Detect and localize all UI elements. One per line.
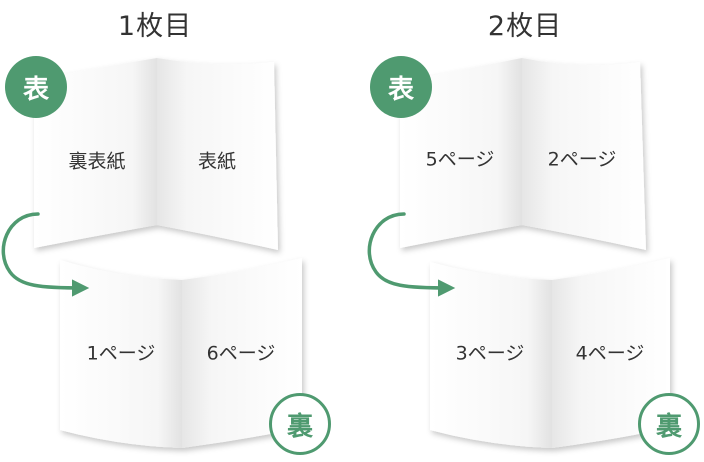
sheet-2-back-right-page [552, 258, 670, 448]
back-side-badge: 裏 [638, 393, 700, 455]
curved-arrow-icon [367, 212, 456, 297]
page-label: 2ページ [547, 148, 617, 171]
page-label: 裏表紙 [68, 150, 126, 173]
front-side-badge: 表 [5, 56, 67, 118]
page-label: 6ページ [206, 342, 276, 365]
sheet-2-back [430, 258, 670, 448]
sheet-2-front-right-page [522, 58, 646, 250]
back-side-badge: 裏 [269, 393, 331, 455]
page-label: 5ページ [425, 148, 495, 171]
page-label: 4ページ [575, 342, 645, 365]
front-side-badge: 表 [370, 56, 432, 118]
sheet-2-title: 2枚目 [487, 11, 563, 42]
sheet-2-front-left-page [400, 58, 522, 248]
page-label: 1ページ [86, 342, 156, 365]
sheet-1-front [34, 58, 278, 250]
sheet-1-front-right-page [157, 58, 278, 250]
sheet-2-back-left-page [430, 262, 552, 448]
page-label: 3ページ [455, 342, 525, 365]
curved-arrow-icon [1, 212, 90, 297]
sheet-1-title: 1枚目 [117, 11, 193, 42]
sheet-1-back [60, 258, 302, 448]
sheet-1-front-left-page [34, 58, 157, 248]
page-label: 表紙 [197, 150, 237, 173]
sheet-2-front [400, 58, 646, 250]
sheet-1-back-right-page [182, 258, 302, 448]
sheet-1-back-left-page [60, 260, 182, 448]
